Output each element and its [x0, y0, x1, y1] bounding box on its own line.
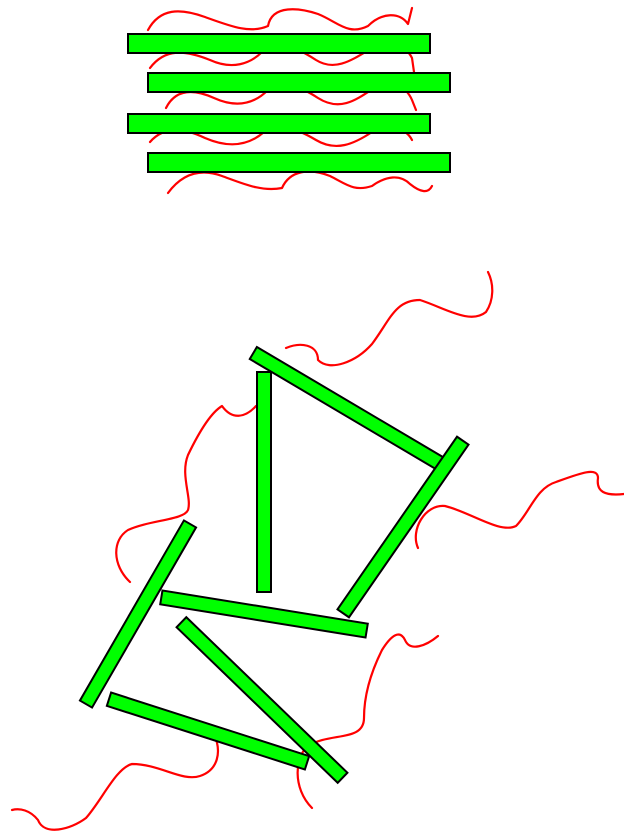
- rigid-rod: [128, 114, 430, 133]
- rigid-rod: [148, 73, 450, 92]
- rigid-rod: [128, 34, 430, 53]
- rigid-rod: [148, 153, 450, 172]
- rigid-rod: [257, 372, 271, 592]
